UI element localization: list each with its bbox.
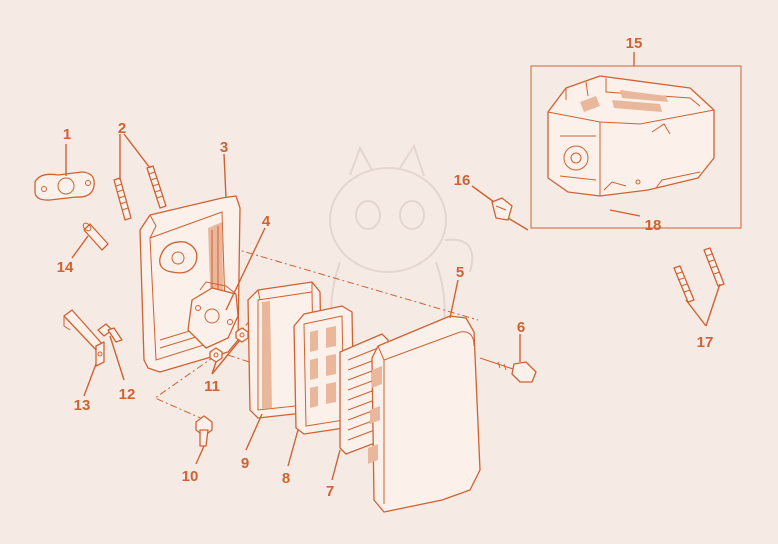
part-4-bracket xyxy=(187,281,239,349)
part-8-filter-element xyxy=(293,305,355,435)
callout-14: 14 xyxy=(57,259,74,276)
callout-12: 12 xyxy=(119,386,136,403)
part-3-air-cleaner-base xyxy=(139,195,241,373)
leader-lines xyxy=(65,52,721,481)
callout-18: 18 xyxy=(645,217,662,234)
callout-9: 9 xyxy=(241,455,249,472)
part-12-screw xyxy=(97,323,123,343)
callout-17: 17 xyxy=(697,334,714,351)
callout-7: 7 xyxy=(326,483,334,500)
part-2-studs xyxy=(113,165,167,221)
callout-11: 11 xyxy=(204,378,220,395)
part-16-clip xyxy=(491,197,513,221)
callout-2: 2 xyxy=(118,120,126,137)
callout-16: 16 xyxy=(454,172,471,189)
callout-13: 13 xyxy=(74,397,91,414)
part-13-bracket xyxy=(63,309,105,367)
callout-10: 10 xyxy=(182,468,199,485)
callout-15: 15 xyxy=(626,35,643,52)
part-5-cover xyxy=(368,315,481,513)
callout-labels: 1 2 3 4 5 6 7 8 9 10 11 12 13 14 15 16 1… xyxy=(57,35,714,500)
part-6-knob xyxy=(479,357,537,383)
callout-5: 5 xyxy=(456,264,464,281)
part-10-bolt xyxy=(195,415,213,447)
part-1-gasket xyxy=(34,171,95,201)
part-14-sleeve xyxy=(82,222,109,251)
callout-3: 3 xyxy=(220,139,228,156)
callout-8: 8 xyxy=(282,470,290,487)
callout-6: 6 xyxy=(517,319,525,336)
callout-4: 4 xyxy=(262,213,271,230)
callout-1: 1 xyxy=(63,126,71,143)
part-11-nuts xyxy=(209,327,249,363)
kit-box-15 xyxy=(530,65,742,229)
part-17-studs xyxy=(673,247,725,303)
